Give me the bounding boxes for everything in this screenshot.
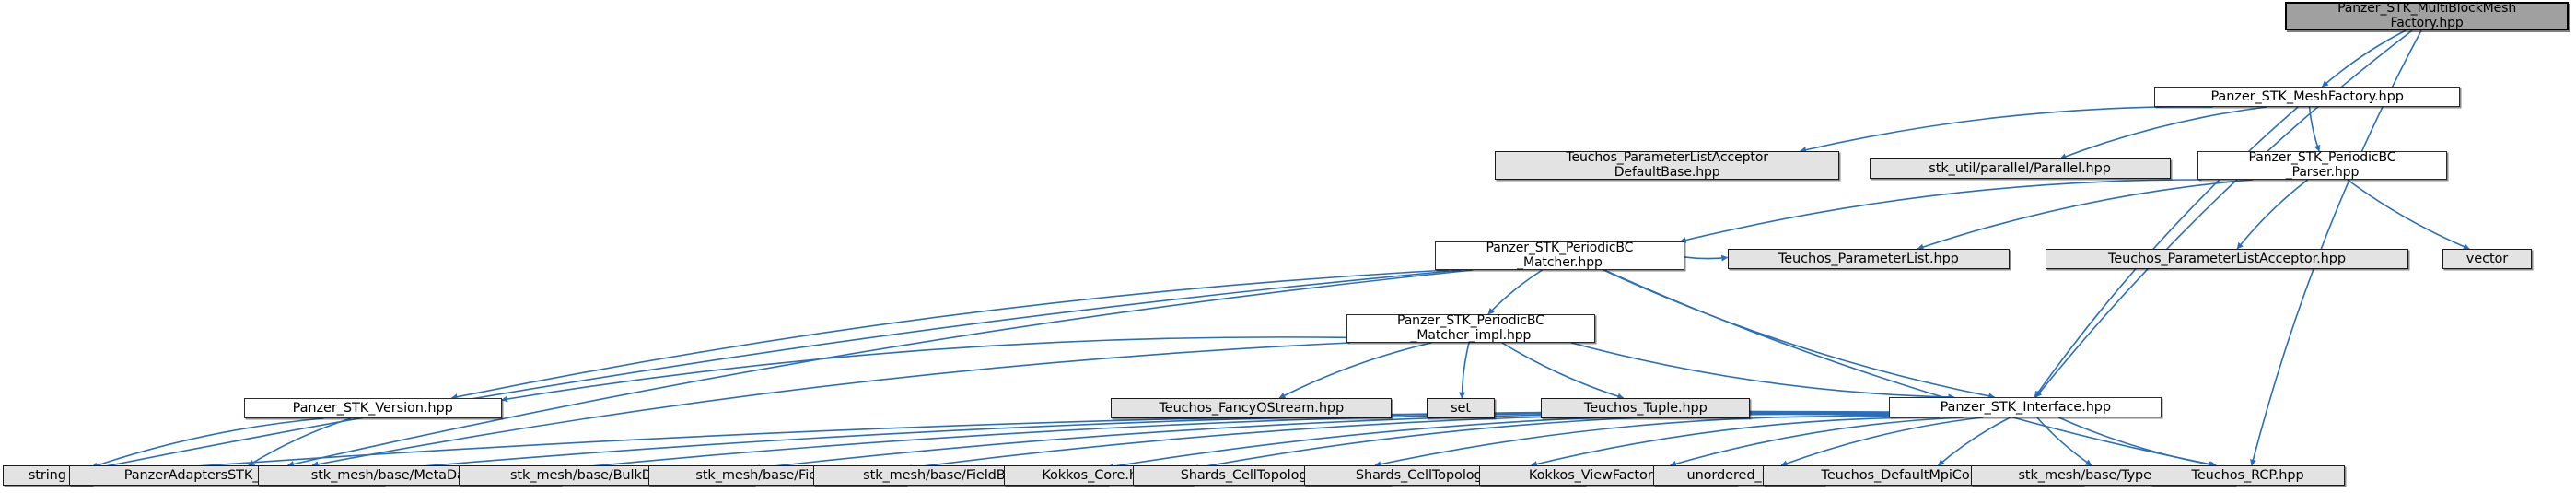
graph-node-pbcmatcherimpl[interactable]: Panzer_STK_PeriodicBC _Matcher_impl.hpp	[1346, 313, 1596, 343]
edge-meshfactory-to-plad	[1800, 106, 2213, 153]
graph-node-rcp[interactable]: Teuchos_RCP.hpp	[2150, 465, 2346, 486]
edge-multiblockmeshfactory-to-interface	[2034, 29, 2413, 398]
edge-pbcmatcher-to-pbcmatcherimpl	[1487, 269, 1543, 315]
edge-interface-to-unorderedmap	[1780, 417, 1984, 467]
graph-node-pbcparser[interactable]: Panzer_STK_PeriodicBC _Parser.hpp	[2197, 150, 2447, 180]
graph-node-placcept[interactable]: Teuchos_ParameterListAcceptor.hpp	[2046, 249, 2408, 269]
graph-node-version[interactable]: Panzer_STK_Version.hpp	[243, 398, 502, 418]
graph-node-multiblockmeshfactory[interactable]: Panzer_STK_MultiBlockMesh Factory.hpp	[2285, 1, 2570, 30]
edge-pbcmatcherimpl-to-version	[501, 336, 1346, 403]
edge-pbcmatcher-to-stkconfig	[287, 269, 1474, 468]
graph-node-meshfactory[interactable]: Panzer_STK_MeshFactory.hpp	[2154, 87, 2460, 107]
edge-interface-to-kokkoscore	[1192, 413, 1890, 471]
edge-pbcmatcherimpl-to-interface	[1570, 342, 1955, 401]
edge-interface-to-bulkdata	[753, 411, 1890, 472]
edge-interface-to-kokkosviewfactory	[1670, 417, 1964, 467]
edge-pbcmatcher-to-interface	[1603, 269, 1996, 400]
graph-node-stkparallel[interactable]: stk_util/parallel/Parallel.hpp	[1869, 158, 2171, 179]
edge-version-to-stkconfig	[248, 417, 352, 466]
graph-node-set[interactable]: set	[1426, 398, 1496, 418]
edge-pbcmatcherimpl-to-tuple	[1501, 342, 1625, 400]
edge-pbcparser-to-paramlist	[1917, 179, 2254, 251]
graph-node-fancyostream[interactable]: Teuchos_FancyOStream.hpp	[1111, 398, 1393, 418]
edge-version-to-string	[90, 417, 324, 469]
edge-meshfactory-to-pbcparser	[2308, 106, 2321, 152]
edge-pbcmatcher-to-version	[450, 269, 1449, 401]
graph-node-tuple[interactable]: Teuchos_Tuple.hpp	[1541, 398, 1751, 418]
edge-pbcmatcherimpl-to-set	[1458, 342, 1470, 399]
edge-pbcparser-to-vector	[2347, 179, 2470, 250]
graph-node-paramlist[interactable]: Teuchos_ParameterList.hpp	[1727, 249, 2011, 269]
graph-node-interface[interactable]: Panzer_STK_Interface.hpp	[1889, 397, 2162, 417]
edge-pbcmatcherimpl-to-fancyostream	[1278, 342, 1432, 399]
edge-interface-to-shardscelltopo	[1374, 416, 1913, 468]
edge-multiblockmeshfactory-to-meshfactory	[2321, 29, 2407, 88]
graph-node-vector[interactable]: vector	[2442, 249, 2532, 269]
edge-interface-to-rcp	[2057, 417, 2216, 468]
edge-interface-to-stkconfig	[383, 410, 1890, 473]
edge-interface-to-fieldbase	[1107, 413, 1890, 470]
edge-interface-to-metadata	[559, 411, 1890, 472]
edge-interface-to-shardscelltopodata	[1530, 417, 1940, 467]
edge-pbcmatcher-to-paramlist	[1684, 254, 1729, 262]
edge-pbcmatcher-to-string	[90, 269, 1462, 472]
edge-pbcmatcher-to-rcp	[1603, 269, 2217, 468]
edge-interface-to-field	[905, 412, 1890, 472]
edge-pbcparser-to-pbcmatcher	[1679, 179, 2202, 243]
edge-pbcparser-to-placcept	[2236, 179, 2309, 250]
graph-node-plad[interactable]: Teuchos_ParameterListAcceptor DefaultBas…	[1495, 150, 1839, 180]
edge-interface-to-mpicomm	[1938, 417, 2011, 466]
graph-node-pbcmatcher[interactable]: Panzer_STK_PeriodicBC _Matcher.hpp	[1435, 241, 1684, 270]
edge-interface-to-types	[2036, 417, 2092, 466]
